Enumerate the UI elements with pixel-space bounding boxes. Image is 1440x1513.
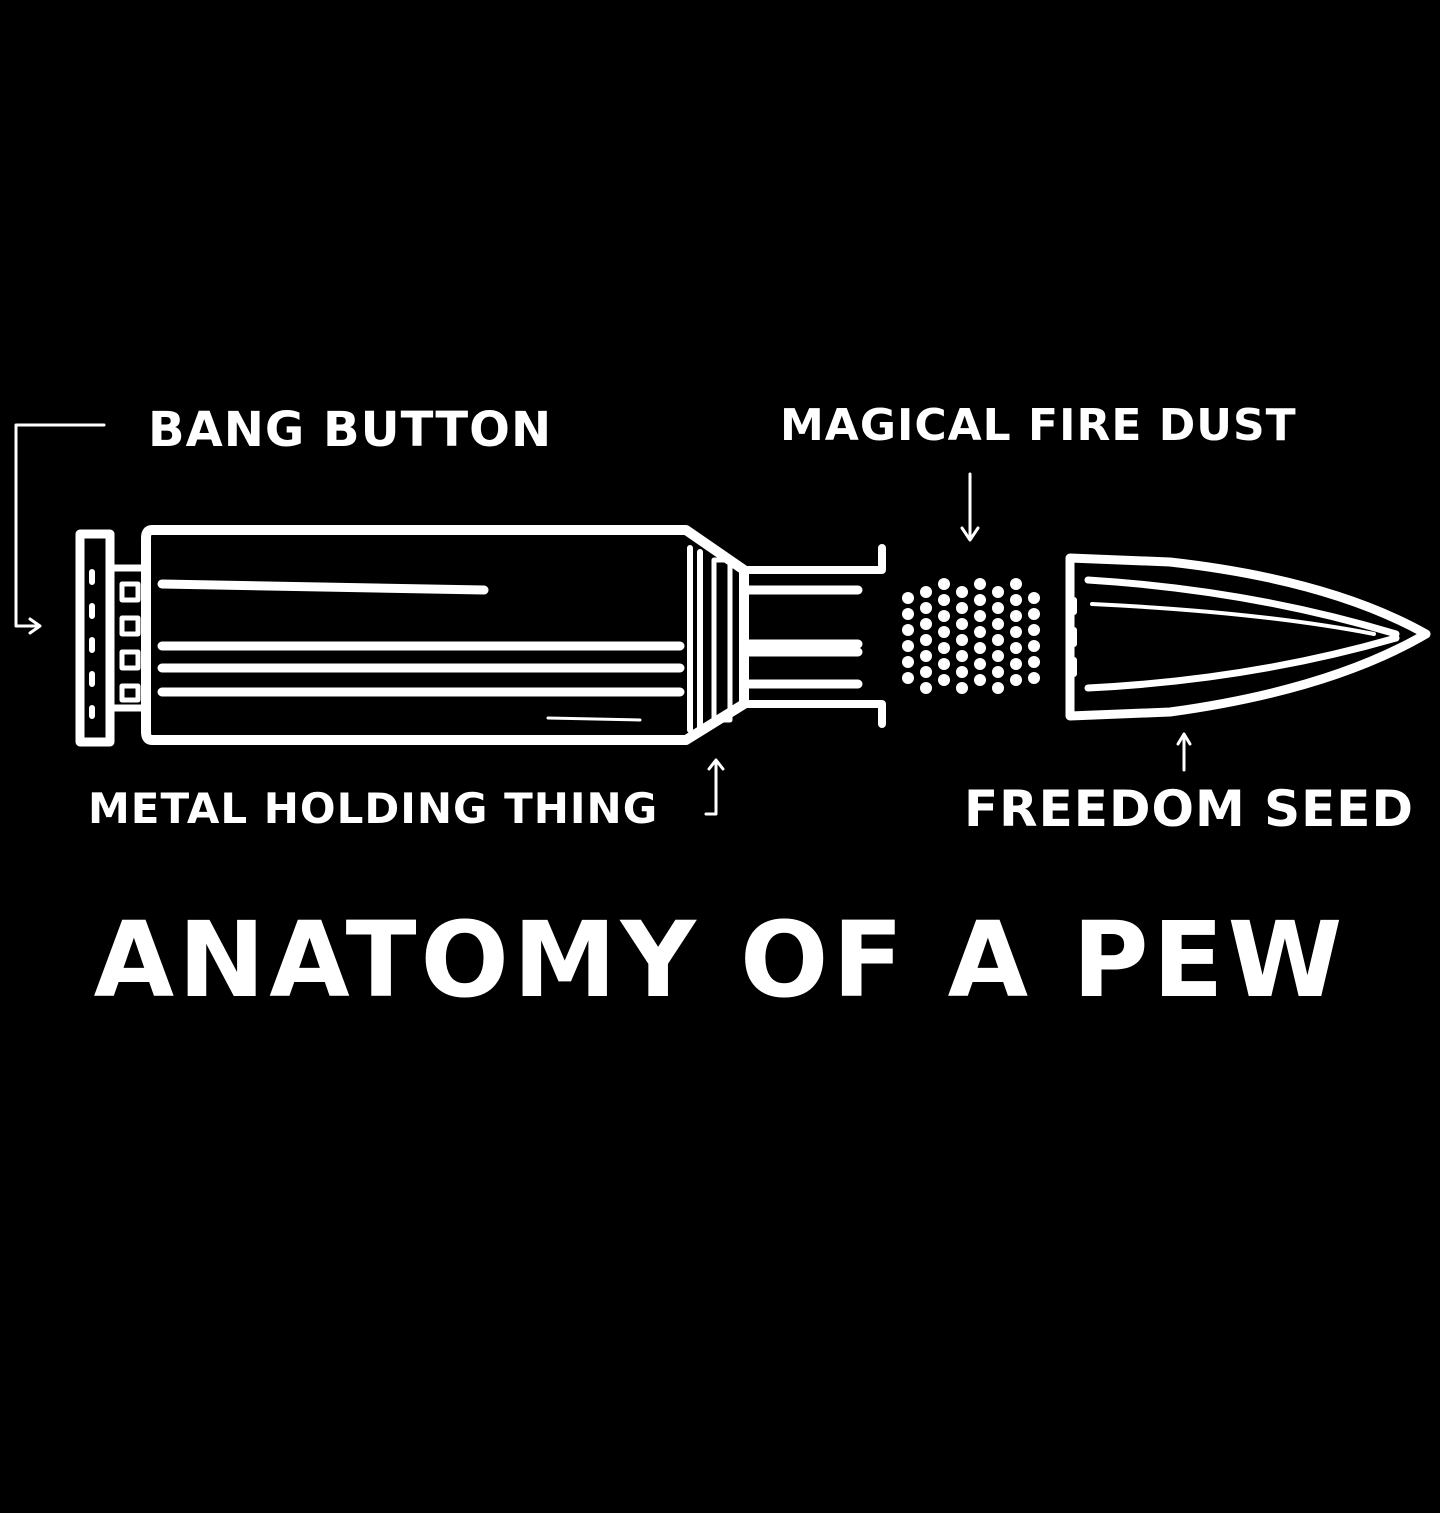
primer-rim xyxy=(75,529,150,747)
magical-fire-dust-callout-arrow xyxy=(960,472,980,542)
bang-button-label: BANG BUTTON xyxy=(148,402,553,458)
freedom-seed-callout-arrow xyxy=(1176,732,1192,772)
freedom-seed-label: FREEDOM SEED xyxy=(964,780,1414,838)
powder-grains xyxy=(902,578,1040,694)
metal-holding-thing-label: METAL HOLDING THING xyxy=(88,784,659,833)
casing xyxy=(141,525,886,745)
projectile xyxy=(1065,553,1431,721)
bang-button-callout-arrow xyxy=(14,423,106,635)
page-title: ANATOMY OF A PEW xyxy=(93,899,1347,1021)
metal-holding-thing-callout-arrow xyxy=(704,758,725,816)
magical-fire-dust-label: MAGICAL FIRE DUST xyxy=(780,400,1297,451)
